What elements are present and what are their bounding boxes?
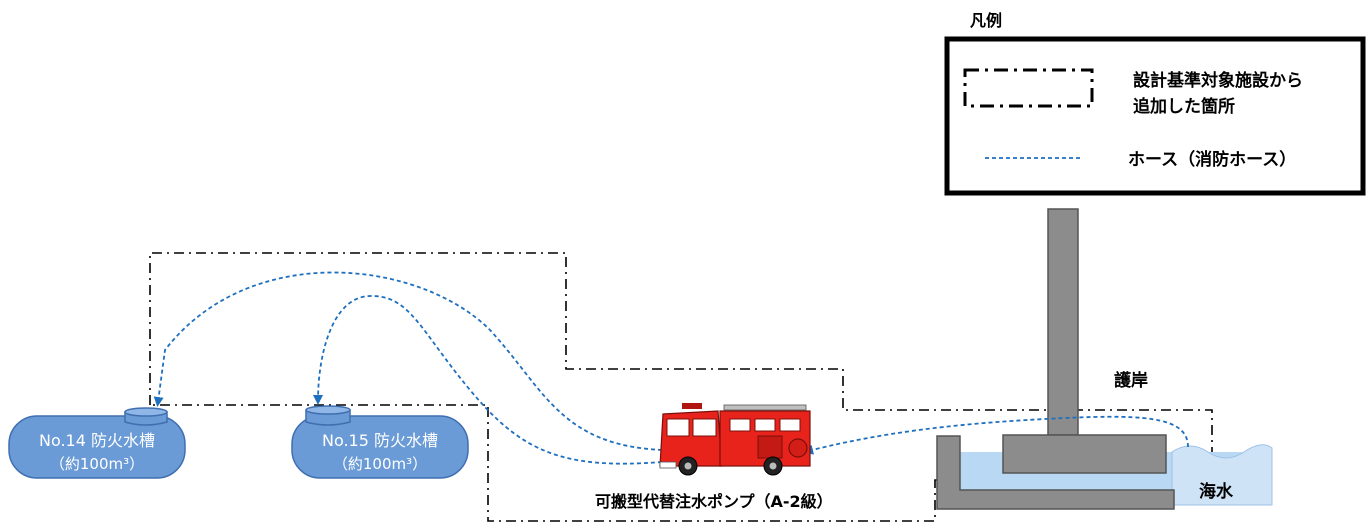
truck-side-window — [692, 418, 717, 437]
seawall-label: 護岸 — [1114, 370, 1148, 391]
seawall-deck — [1002, 434, 1167, 474]
tank-no14: No.14 防火水槽 （約100m³） — [8, 407, 186, 479]
tank-no14-hatch-top — [124, 407, 168, 417]
pump-label: 可搬型代替注水ポンプ（A-2級） — [595, 492, 833, 511]
truck-windshield — [666, 418, 690, 437]
legend-boundary-label-1: 設計基準対象施設から — [1133, 70, 1303, 91]
pump-intake-pipe — [1047, 208, 1079, 436]
seawall-structure — [936, 208, 1273, 510]
truck-rear-wheel-hub — [769, 462, 777, 470]
truck-panel-3 — [779, 418, 801, 432]
legend-hose-label: ホース（消防ホース） — [1128, 149, 1296, 170]
seawall-base — [936, 435, 1175, 510]
legend-boundary-sample — [963, 68, 1094, 108]
truck-pump-panel — [757, 435, 783, 459]
tank-no15-capacity: （約100m³） — [333, 455, 427, 473]
tank-no15: No.15 防火水槽 （約100m³） — [291, 405, 469, 479]
truck-hose-reel — [788, 438, 808, 458]
seawater-wave — [1171, 444, 1273, 506]
hose-to-no14 — [153, 271, 663, 451]
truck-ladder — [723, 404, 807, 411]
tank-no14-name: No.14 防火水槽 — [39, 431, 155, 450]
added-facility-boundary — [149, 252, 1213, 522]
truck-panel-1 — [729, 418, 751, 432]
truck-front-wheel-hub — [684, 462, 692, 470]
tank-no15-hatch-top — [305, 405, 351, 415]
fire-truck-icon — [659, 403, 811, 476]
legend-box — [944, 36, 1366, 196]
tank-no14-capacity: （約100m³） — [50, 455, 144, 473]
hose-to-no15 — [313, 295, 663, 465]
truck-panel-2 — [754, 418, 776, 432]
tank-no15-body — [291, 415, 469, 479]
tank-no15-name: No.15 防火水槽 — [322, 431, 438, 450]
legend-boundary-label-2: 追加した箇所 — [1133, 96, 1235, 117]
tank-no14-body — [8, 415, 186, 479]
seawater-label: 海水 — [1199, 481, 1234, 502]
truck-roof-light — [682, 403, 702, 409]
truck-bumper — [659, 461, 677, 469]
hose-from-seawater — [803, 415, 1189, 455]
legend-title: 凡例 — [970, 11, 1002, 30]
